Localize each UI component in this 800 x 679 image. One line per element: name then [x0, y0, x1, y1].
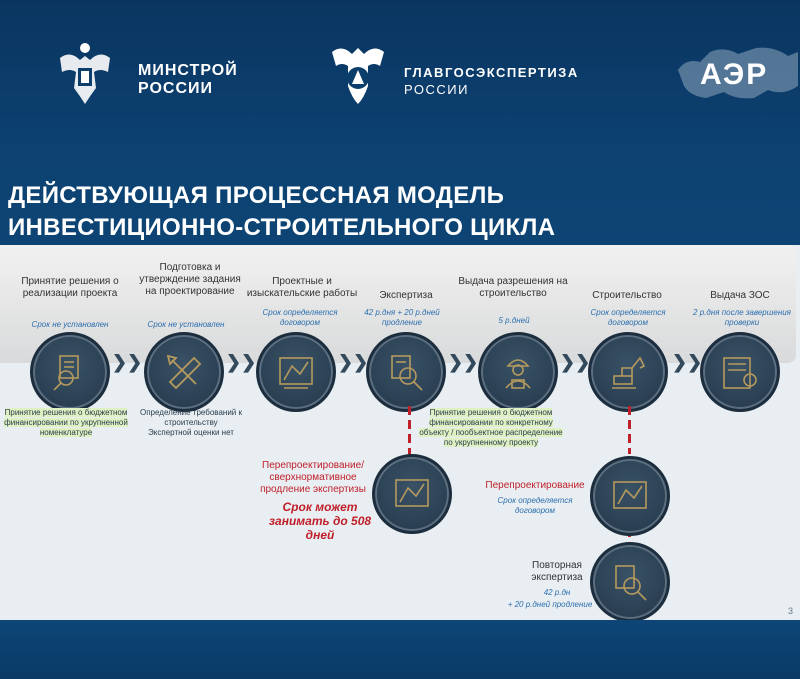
minstroy-logo-text: МИНСТРОЙ РОССИИ — [138, 62, 238, 98]
note-budget-decision-text: Принятие решения о бюджетном финансирова… — [4, 408, 128, 437]
step-1-circle — [30, 332, 110, 412]
redesign2-title: Перепроектирование — [485, 480, 585, 491]
title-line1: ДЕЙСТВУЮЩАЯ ПРОЦЕССНАЯ МОДЕЛЬ — [8, 182, 505, 209]
reexam-term1: 42 р.дн — [543, 588, 571, 597]
step-3-title: Проектные и изыскательские работы — [246, 276, 358, 299]
arrow-4-icon: ❯❯ — [448, 352, 479, 372]
engineer-icon — [505, 359, 531, 389]
arrow-5-icon: ❯❯ — [560, 352, 591, 372]
note-object-budget: Принятие решения о бюджетном финансирова… — [416, 408, 566, 448]
title-line2: ИНВЕСТИЦИОННО-СТРОИТЕЛЬНОГО ЦИКЛА — [8, 214, 556, 241]
document-stamp-icon — [723, 357, 757, 389]
minstroy-line1: МИНСТРОЙ — [138, 62, 238, 79]
construction-connector — [628, 406, 631, 454]
excavator-icon — [612, 356, 646, 389]
reexam-title: Повторная экспертиза — [531, 560, 583, 583]
russia-map-icon — [676, 40, 800, 108]
aer-logo-text: АЭР — [700, 58, 769, 91]
ruler-pencil-icon — [166, 354, 202, 390]
redesign-text: Перепроектирование/ сверхнормативное про… — [260, 460, 366, 495]
step-2-title: Подготовка и утверждение задания на прое… — [139, 262, 241, 297]
glavgosexpertiza-logo-text: ГЛАВГОСЭКСПЕРТИЗА РОССИИ — [404, 64, 579, 98]
step-3-circle — [256, 332, 336, 412]
redesign-circle — [372, 454, 452, 534]
note-no-expert-eval: Экспертной оценки нет — [148, 428, 234, 437]
note-object-budget-text: Принятие решения о бюджетном финансирова… — [419, 408, 563, 447]
glavgosexpertiza-line1: ГЛАВГОСЭКСПЕРТИЗА — [404, 65, 579, 80]
step-2-term: Срок не установлен — [147, 320, 225, 329]
note-requirements-text: Определение требований к строительству — [140, 408, 242, 427]
reexam-term2: + 20 р.дней продление — [507, 600, 593, 609]
arrow-2-icon: ❯❯ — [226, 352, 257, 372]
step-7-title: Выдача ЗОС — [710, 290, 770, 301]
step-7-circle — [700, 332, 780, 412]
minstroy-emblem-icon — [50, 38, 120, 108]
arrow-6-icon: ❯❯ — [672, 352, 703, 372]
step-2-circle — [144, 332, 224, 412]
redesign2-circle — [590, 456, 670, 536]
reexam-connector — [628, 528, 631, 546]
step-6-circle — [588, 332, 668, 412]
header-background — [0, 0, 800, 170]
page-title: ДЕЙСТВУЮЩАЯ ПРОЦЕССНАЯ МОДЕЛЬ ИНВЕСТИЦИО… — [8, 180, 555, 244]
step-5-title: Выдача разрешения на строительство — [458, 276, 568, 299]
minstroy-line2: РОССИИ — [138, 80, 214, 97]
footer-strip — [0, 620, 800, 679]
arrow-3-icon: ❯❯ — [338, 352, 369, 372]
step-1-title: Принятие решения о реализации проекта — [21, 276, 119, 299]
note-budget-decision: Принятие решения о бюджетном финансирова… — [4, 408, 128, 438]
arrow-1-icon: ❯❯ — [112, 352, 143, 372]
blueprint-icon — [395, 479, 429, 507]
step-7-term: 2 р.дня после завершения проверки — [693, 308, 791, 327]
document-search-icon — [615, 565, 647, 601]
step-4-term: 42 р.дня + 20 р.дней продление — [364, 308, 440, 327]
blueprint-icon — [279, 357, 313, 389]
page-number: 3 — [788, 606, 794, 616]
blueprint-icon — [613, 481, 647, 509]
step-4-circle — [366, 332, 446, 412]
document-search-icon — [391, 355, 423, 391]
step-4-title: Экспертиза — [379, 290, 433, 301]
glavgosexpertiza-emblem-icon — [328, 42, 388, 106]
step-6-term: Срок определяется договором — [590, 308, 666, 327]
step-5-term: 5 р.дней — [498, 316, 530, 325]
step-5-circle — [478, 332, 558, 412]
note-requirements: Определение требований к строительству Э… — [128, 408, 254, 438]
glavgosexpertiza-line2: РОССИИ — [404, 82, 469, 97]
redesign-duration: Срок может занимать до 508 дней — [268, 500, 372, 542]
step-3-term: Срок определяется договором — [262, 308, 338, 327]
step-1-term: Срок не установлен — [31, 320, 109, 329]
redesign-connector — [408, 406, 411, 456]
redesign2-term: Срок определяется договором — [497, 496, 573, 515]
step-6-title: Строительство — [592, 290, 662, 301]
document-magnifier-icon — [53, 355, 79, 391]
reexam-circle — [590, 542, 670, 622]
